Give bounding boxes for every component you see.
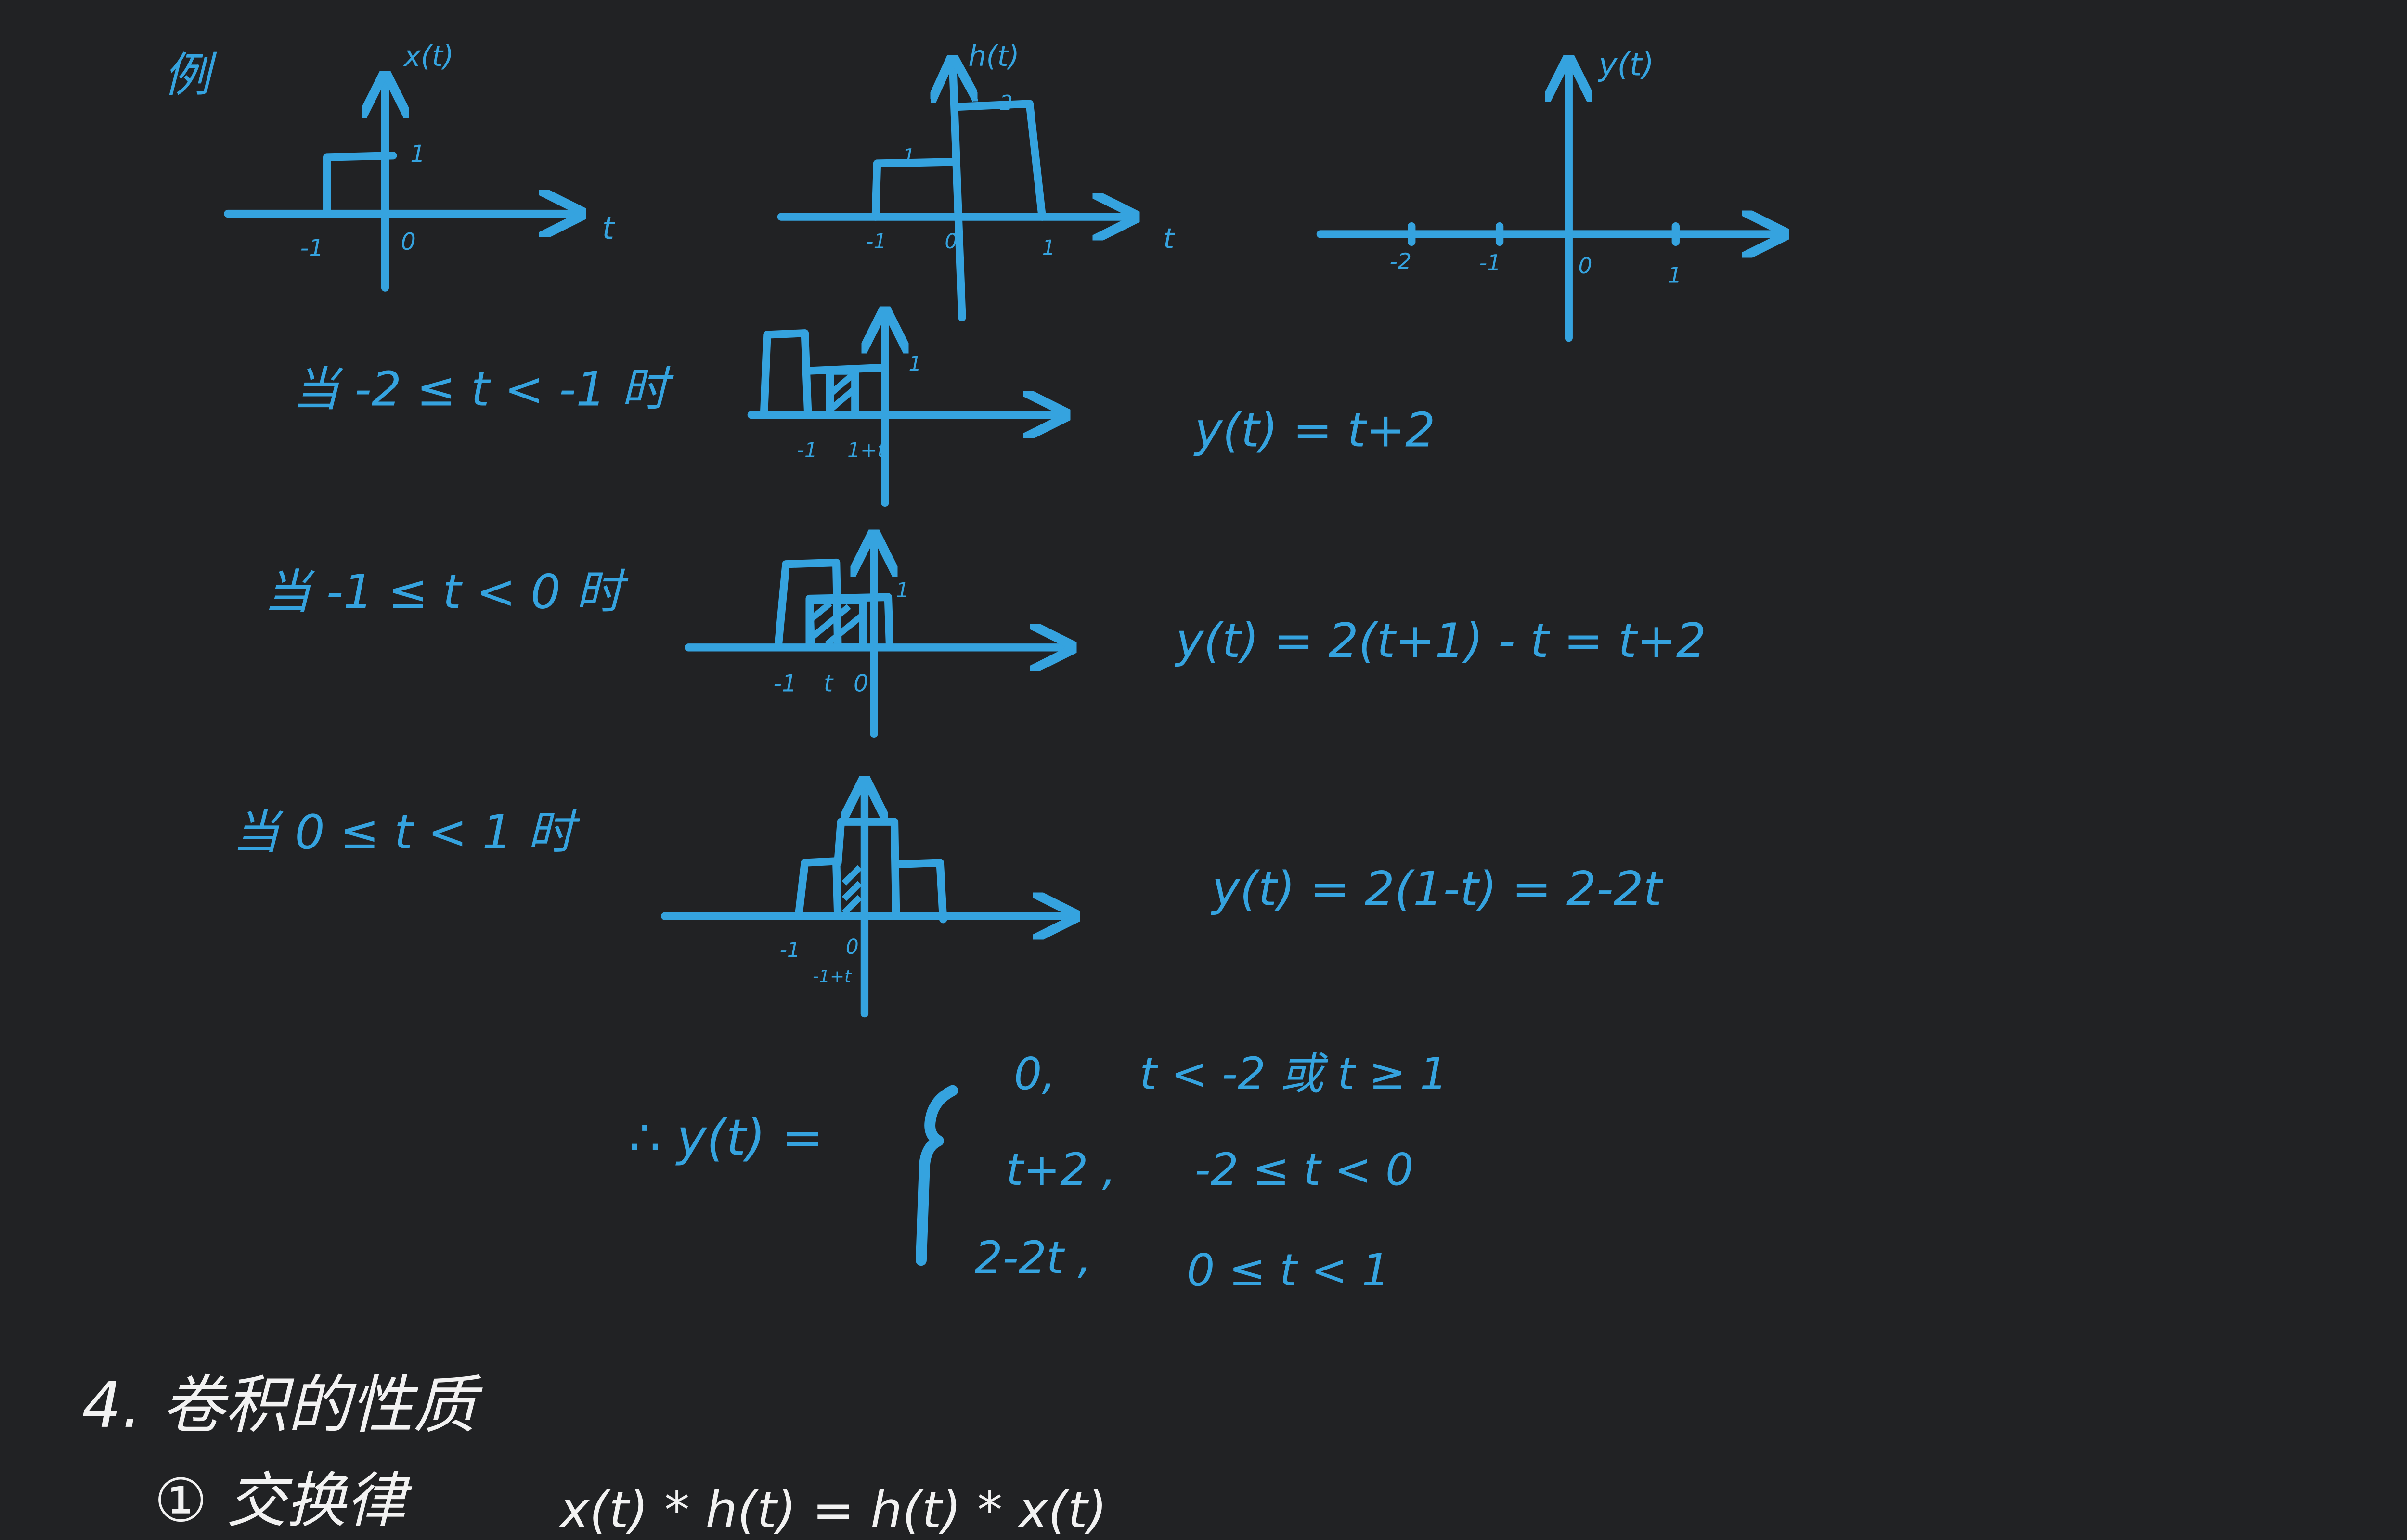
summary-row-1-expr: 0, — [1014, 1048, 1056, 1100]
case-1-tick-b: 1+t — [847, 439, 886, 462]
case-3-result: y(t) = 2(1-t) = 2-2t — [1211, 862, 1664, 917]
x-graph-axis-var: t — [602, 210, 616, 246]
case-3-condition: 当 0 ≤ t < 1 时 — [233, 805, 580, 860]
case-2-hatch-2 — [809, 604, 851, 641]
case-3-h-flipped-short — [892, 859, 947, 924]
case-3-tick-a: -1 — [780, 939, 800, 962]
h-amp-big: 2 — [1000, 92, 1013, 116]
h-tick-origin: 0 — [945, 230, 958, 254]
graph-x: x(t) t -1 0 1 — [224, 39, 616, 292]
case-1-hatch-1 — [829, 372, 856, 396]
case-1-tick-a: -1 — [797, 439, 817, 462]
x-amplitude: 1 — [410, 140, 425, 167]
x-graph-label: x(t) — [403, 39, 454, 73]
case-1-hatch-2 — [829, 387, 856, 411]
h-signal-step1 — [871, 158, 958, 221]
case-3-hatch-1 — [841, 865, 862, 886]
summary-brace — [916, 1085, 958, 1266]
case-3-tick-c: -1+t — [813, 967, 852, 987]
case-1-result: y(t) = t+2 — [1193, 403, 1436, 458]
x-tick-neg1: -1 — [300, 234, 324, 262]
case-3-hatch-2 — [841, 881, 862, 901]
h-tick-neg1: -1 — [866, 230, 886, 254]
summary-prefix: ∴ y(t) = — [629, 1108, 824, 1167]
x-signal-pulse — [323, 152, 397, 218]
case-2-amp: 1 — [896, 579, 909, 603]
case-2-tick-c: 0 — [854, 670, 868, 697]
piecewise-summary: ∴ y(t) = 0, t < -2 或 t ≥ 1 t+2 , -2 ≤ t … — [629, 1048, 1448, 1296]
h-graph-label: h(t) — [968, 39, 1019, 73]
case-2-tick-b: t — [824, 670, 834, 697]
case-3-x-pulse — [794, 857, 842, 920]
case-3: 当 0 ≤ t < 1 时 -1 0 -1+t y(t) = 2(1-t) = … — [233, 781, 1664, 1018]
case-1-overlap — [826, 367, 859, 419]
case-2-result: y(t) = 2(t+1) - t = t+2 — [1174, 614, 1706, 668]
summary-row-2-cond: -2 ≤ t < 0 — [1195, 1144, 1414, 1195]
summary-row-2-expr: t+2 , — [1006, 1144, 1116, 1195]
example-label: 例 — [164, 48, 217, 103]
case-1: 当 -2 ≤ t < -1 时 1 -1 1+t y(t) = t+2 — [292, 311, 1436, 507]
graph-y: y(t) -2 -1 0 1 — [1316, 47, 1784, 342]
summary-row-1-cond: t < -2 或 t ≥ 1 — [1139, 1048, 1448, 1100]
section-formula: x(t) * h(t) = h(t) * x(t) — [558, 1481, 1107, 1540]
summary-row-3-cond: 0 ≤ t < 1 — [1187, 1245, 1390, 1296]
h-graph-y-axis — [953, 60, 962, 321]
case-1-condition: 当 -2 ≤ t < -1 时 — [292, 362, 674, 417]
h-signal-step2 — [952, 100, 1047, 221]
case-2-hatch-1 — [809, 601, 832, 622]
y-tick-pos1: 1 — [1668, 263, 1682, 288]
x-tick-origin: 0 — [401, 228, 416, 256]
case-3-h-flipped-tall — [834, 818, 900, 920]
graph-h: h(t) t -1 0 1 1 2 — [777, 39, 1175, 321]
section-title: 4. 卷积的性质 — [82, 1369, 483, 1442]
section-properties: 4. 卷积的性质 ① 交换律 x(t) * h(t) = h(t) * x(t) — [82, 1369, 1107, 1540]
case-2-hatch-3 — [825, 613, 864, 647]
case-2-overlap — [805, 596, 867, 652]
y-graph-label: y(t) — [1598, 47, 1654, 83]
h-tick-pos1: 1 — [1042, 236, 1055, 260]
case-1-h-flipped-tall — [760, 329, 812, 419]
case-1-amp: 1 — [908, 353, 921, 376]
y-tick-origin: 0 — [1578, 253, 1592, 279]
case-2-tick-a: -1 — [774, 670, 797, 697]
y-tick-neg2: -2 — [1390, 248, 1412, 274]
case-2-condition: 当 -1 ≤ t < 0 时 — [264, 565, 629, 620]
y-tick-neg1: -1 — [1479, 250, 1501, 276]
case-3-hatch-3 — [841, 895, 862, 915]
h-graph-axis-var: t — [1163, 222, 1175, 255]
summary-row-3-expr: 2-2t , — [974, 1232, 1091, 1283]
case-2: 当 -1 ≤ t < 0 时 1 -1 t 0 y(t) = 2(t+1) - … — [264, 534, 1706, 738]
section-item: ① 交换律 — [154, 1466, 413, 1536]
case-3-tick-b: 0 — [846, 936, 859, 959]
case-2-h-flipped-tall — [774, 558, 842, 652]
h-amp-small: 1 — [902, 145, 915, 169]
